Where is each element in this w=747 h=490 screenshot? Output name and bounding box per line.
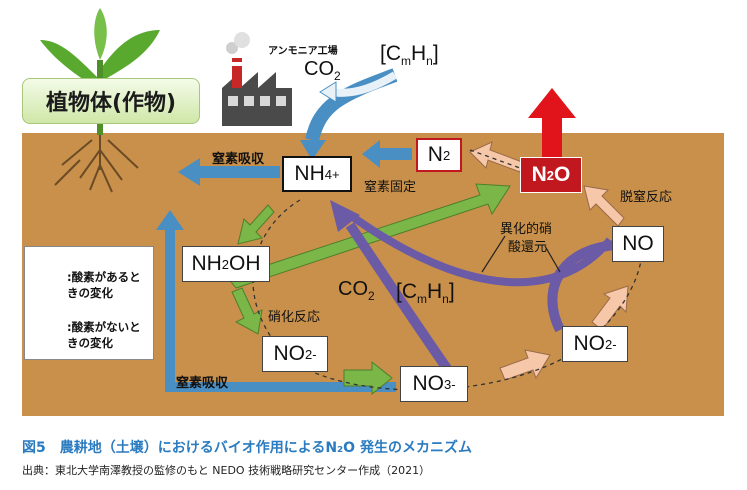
plant-label: 植物体(作物) [22,78,200,124]
cmhn-top-label: [CmHn] [380,42,439,69]
factory-icon [222,32,292,126]
factory-label: アンモニア工場 [268,46,338,57]
co2-mid-label: CO2 [338,278,375,303]
nh2oh-to-no2-arrow [231,287,263,335]
n2o-emission-arrow [528,88,576,158]
no3-to-nh4-purple-arrow [345,222,453,373]
legend-box: :酸素があると きの変化 :酸素がないと きの変化 [24,246,154,360]
node-no: NO [612,226,664,262]
no2-to-no3-arrow [343,360,393,396]
label-nitrogen-uptake-bottom: 窒素吸収 [176,376,229,391]
no3-to-no2r-arrow [499,349,551,381]
legend-anaerobic-line1: :酸素がないと [67,320,141,334]
label-hetero-line2: 酸還元 [508,240,548,255]
n2-to-nh4-arrow [362,140,412,168]
green-diagonal-arrow [227,183,511,289]
figure-caption: 図5 農耕地（土壌）におけるバイオ作用によるN₂O 発生のメカニズム [22,440,472,456]
legend-aerobic-line2: きの変化 [67,286,113,300]
label-nitrogen-uptake-top: 窒素吸収 [212,152,265,167]
legend-aerobic-line1: :酸素があると [67,270,141,284]
uptake-arrow-bottom [156,210,396,392]
label-nitrification: 硝化反応 [268,310,321,325]
label-nitrogen-fixation: 窒素固定 [364,180,417,195]
uptake-arrow-top [178,158,280,186]
no2r-purple-curve [547,240,616,333]
figure-source: 出典：東北大学南澤教授の監修のもと NEDO 技術戦略研究センター作成（2021… [22,464,431,477]
cmhn-mid-label: [CmHn] [396,280,455,307]
no-to-n2o-arrow [583,185,625,227]
label-denitrification: 脱窒反応 [620,190,673,205]
roots [54,135,139,193]
label-hetero-line1: 異化的硝 [500,222,553,237]
nh4-to-nh2oh-arrow [237,204,275,245]
top-dashed-line [469,149,521,169]
co2-top-label: CO2 [304,58,341,83]
legend-anaerobic-line2: きの変化 [67,336,113,350]
no-to-nh4-purple-arrow [347,211,614,287]
